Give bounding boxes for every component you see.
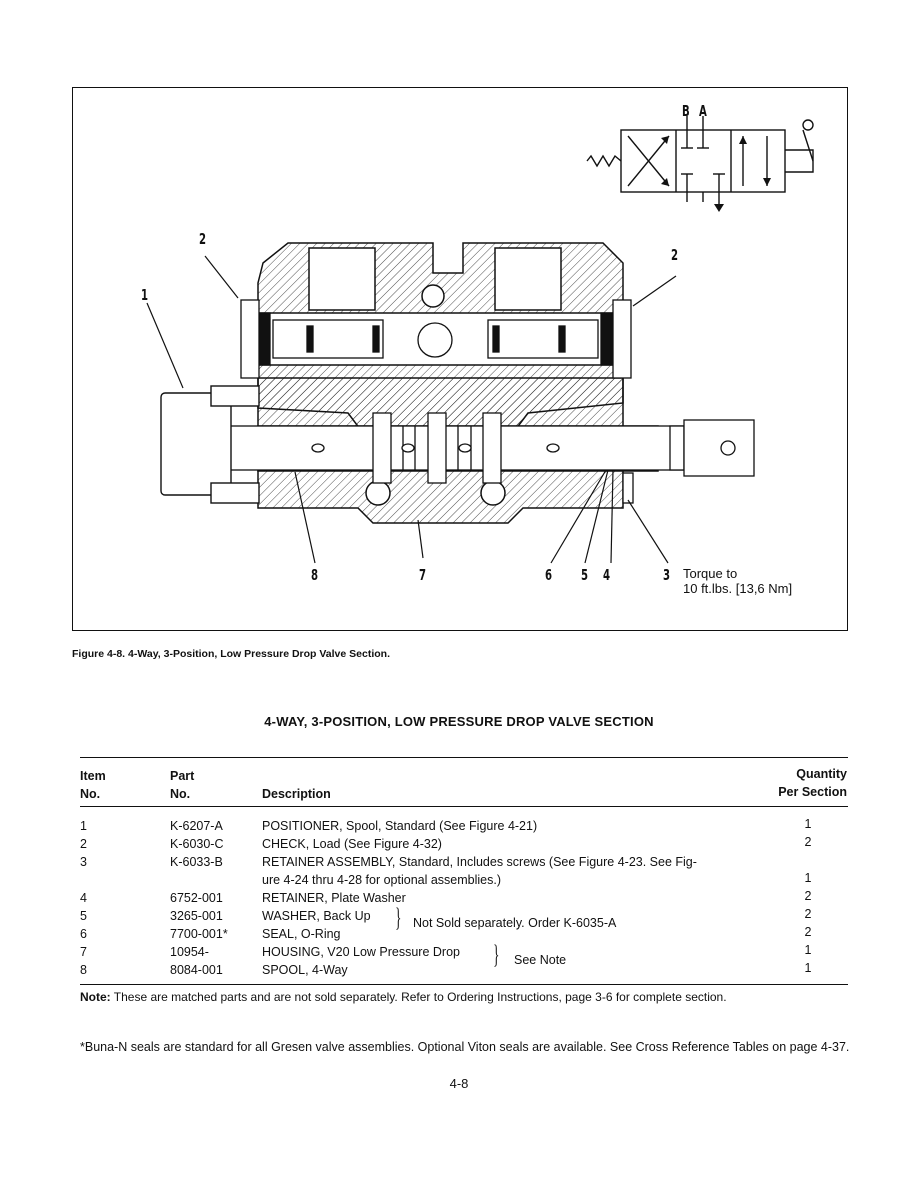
positioner [160, 385, 260, 504]
header-quantity-line2: Per Section [778, 785, 847, 799]
row-3-desc: RETAINER ASSEMBLY, Standard, Includes sc… [262, 855, 697, 869]
row-4-part: 6752-001 [170, 891, 223, 905]
row-8-desc: SPOOL, 4-Way [262, 963, 348, 977]
port-label-a: A [699, 102, 707, 120]
header-quantity-line1: Quantity [796, 767, 847, 781]
figure-caption: Figure 4-8. 4-Way, 3-Position, Low Press… [72, 648, 390, 660]
callout-2-left: 2 [199, 230, 207, 248]
row-4-desc: RETAINER, Plate Washer [262, 891, 406, 905]
callout-2-right: 2 [671, 246, 679, 264]
end-caps [240, 299, 632, 379]
callout-4: 4 [603, 566, 611, 584]
header-item-line1: Item [80, 769, 106, 783]
hydraulic-symbol [586, 116, 814, 208]
header-part-line1: Part [170, 769, 195, 783]
note-label: Note: [80, 990, 111, 1004]
row-4-item: 4 [80, 891, 87, 905]
row-2-desc: CHECK, Load (See Figure 4-32) [262, 837, 442, 851]
note-text: These are matched parts and are not sold… [110, 990, 727, 1004]
table-header-rule [80, 806, 848, 807]
callout-8: 8 [311, 566, 319, 584]
table-title: 4-WAY, 3-POSITION, LOW PRESSURE DROP VAL… [264, 714, 654, 729]
row-8-qty: 1 [804, 961, 812, 975]
row-6-item: 6 [80, 927, 87, 941]
row-5-desc: WASHER, Back Up [262, 909, 371, 923]
callout-5: 5 [581, 566, 589, 584]
row-3-part: K-6033-B [170, 855, 223, 869]
callout-1: 1 [141, 286, 149, 304]
valve-section-drawing [146, 116, 814, 564]
header-description: Description [262, 787, 331, 801]
main-spool [222, 412, 755, 484]
port-label-b: B [682, 102, 690, 120]
row-8-part: 8084-001 [170, 963, 223, 977]
hydraulic-symbol-arrows [661, 136, 771, 212]
brace-note-7-8: See Note [514, 953, 567, 967]
brace-7-8: } [493, 940, 500, 969]
row-7-desc: HOUSING, V20 Low Pressure Drop [262, 945, 460, 959]
header-part: Part No. [170, 767, 194, 803]
row-3-item: 3 [80, 855, 87, 869]
row-1-desc: POSITIONER, Spool, Standard (See Figure … [262, 819, 538, 833]
header-part-line2: No. [170, 787, 191, 801]
header-item: Item No. [80, 767, 106, 803]
note: Note: These are matched parts and are no… [80, 990, 727, 1004]
page-number: 4-8 [449, 1076, 469, 1091]
callout-7: 7 [419, 566, 427, 584]
row-3-qty: 1 [804, 871, 812, 885]
torque-note-line2: 10 ft.lbs. [13,6 Nm] [683, 581, 793, 596]
torque-note-line1: Torque to [683, 566, 738, 581]
row-7-item: 7 [80, 945, 87, 959]
row-4-qty: 2 [804, 889, 812, 903]
leader-lines [146, 255, 677, 564]
brace-note-5-6: Not Sold separately. Order K-6035-A [413, 916, 617, 930]
row-3-desc-cont: ure 4-24 thru 4-28 for optional assembli… [262, 873, 502, 887]
row-5-item: 5 [80, 909, 87, 923]
load-check-spools [257, 312, 614, 366]
row-1-qty: 1 [804, 817, 812, 831]
row-2-item: 2 [80, 837, 87, 851]
row-8-item: 8 [80, 963, 87, 977]
figure-frame: B A 1 2 2 8 7 6 5 4 3 Torque to 10 ft.lb… [72, 87, 848, 631]
callout-6: 6 [545, 566, 553, 584]
row-5-part: 3265-001 [170, 909, 223, 923]
retainer [622, 472, 634, 504]
torque-note: Torque to 10 ft.lbs. [13,6 Nm] [683, 566, 792, 596]
row-5-qty: 2 [804, 907, 812, 921]
row-6-qty: 2 [804, 925, 812, 939]
row-7-part: 10954- [170, 945, 209, 959]
row-7-qty: 1 [804, 943, 812, 957]
row-6-desc: SEAL, O-Ring [262, 927, 341, 941]
header-item-line2: No. [80, 787, 101, 801]
callout-3: 3 [663, 566, 671, 584]
row-1-item: 1 [80, 819, 87, 833]
row-6-part: 7700-001* [170, 927, 228, 941]
table-top-rule [80, 757, 848, 758]
table-bottom-rule [80, 984, 848, 985]
row-1-part: K-6207-A [170, 819, 223, 833]
row-2-part: K-6030-C [170, 837, 224, 851]
footnote: *Buna-N seals are standard for all Grese… [80, 1040, 850, 1054]
brace-5-6: } [395, 903, 402, 932]
row-2-qty: 2 [804, 835, 812, 849]
header-quantity: Quantity Per Section [740, 765, 847, 801]
